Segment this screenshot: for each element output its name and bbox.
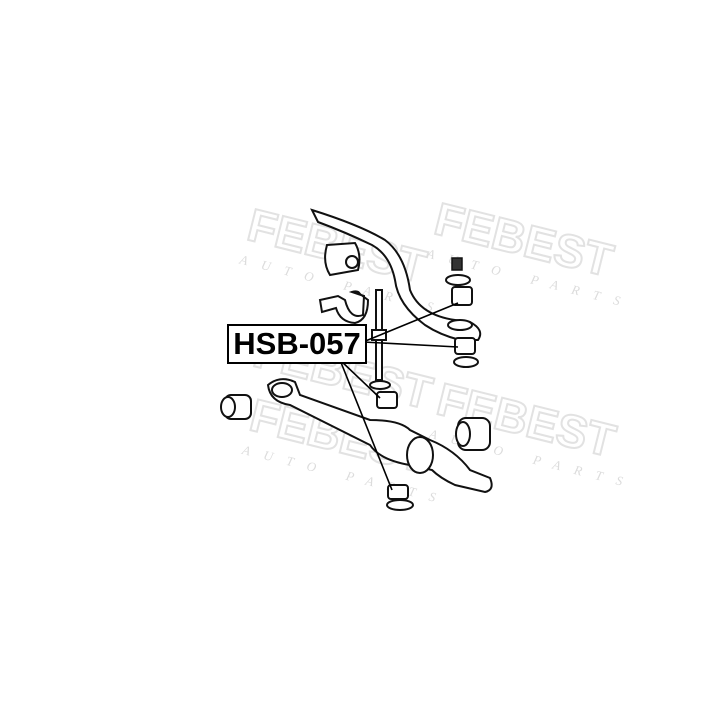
arm-ball-joint-eye <box>406 436 434 474</box>
lower-control-arm <box>266 378 493 494</box>
leader-line <box>339 359 393 491</box>
rubber-bushing-lower <box>454 337 476 355</box>
bushing-hole <box>345 255 359 269</box>
top-nut <box>451 257 463 271</box>
stabilizer-bar <box>310 208 482 341</box>
arm-bushing-eye <box>271 382 293 398</box>
bushing-face <box>455 421 471 447</box>
leader-line <box>362 341 459 348</box>
washer <box>445 274 471 286</box>
washer <box>386 499 414 511</box>
rubber-bushing-upper <box>451 286 473 306</box>
rubber-bushing-center <box>376 391 398 409</box>
leader-line <box>339 359 381 399</box>
rubber-bushing-bottom <box>387 484 409 500</box>
bushing-bracket <box>318 290 370 325</box>
bar-eye <box>447 319 473 331</box>
leader-line <box>362 302 459 343</box>
bushing-face <box>220 396 236 418</box>
part-number-label: HSB-057 <box>227 324 367 364</box>
washer <box>369 380 391 390</box>
washer <box>453 356 479 368</box>
